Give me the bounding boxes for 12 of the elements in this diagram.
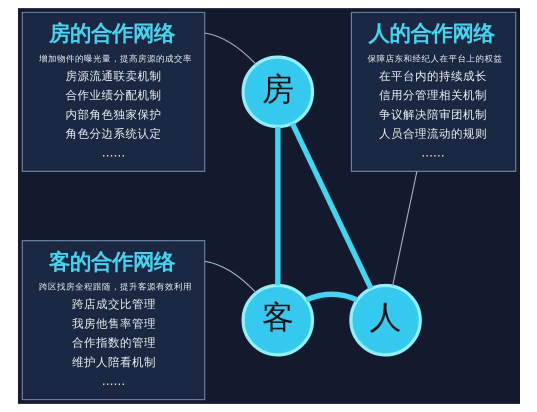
node-circle: 房 [241,56,314,128]
node-box: 房的合作网络 增加物件的曝光量，提高房源的成交率 房源流通联卖机制 合作业绩分配机制 内部角色独家保护 角色分边系统认定 …… [21,12,205,172]
node-box: 人的合作网络 保障店东和经纪人在平台上的权益 在平台内的持续成长 信用分管理相关机制 争议解决陪审团机制 人员合理流动的规则 …… [350,12,516,172]
node-box: 客的合作网络 跨区找房全程跟随，提升客源有效利用 跨店成交比管理 我房他售率管理 合作指数的管理 维护人陪看机制 …… [21,240,205,400]
connector [204,260,256,294]
connector [289,122,373,290]
connector [204,32,256,65]
connector [304,292,358,302]
connector [274,126,280,286]
connector [392,171,417,286]
node-circle: 客 [241,284,314,356]
node-circle: 人 [348,284,422,356]
